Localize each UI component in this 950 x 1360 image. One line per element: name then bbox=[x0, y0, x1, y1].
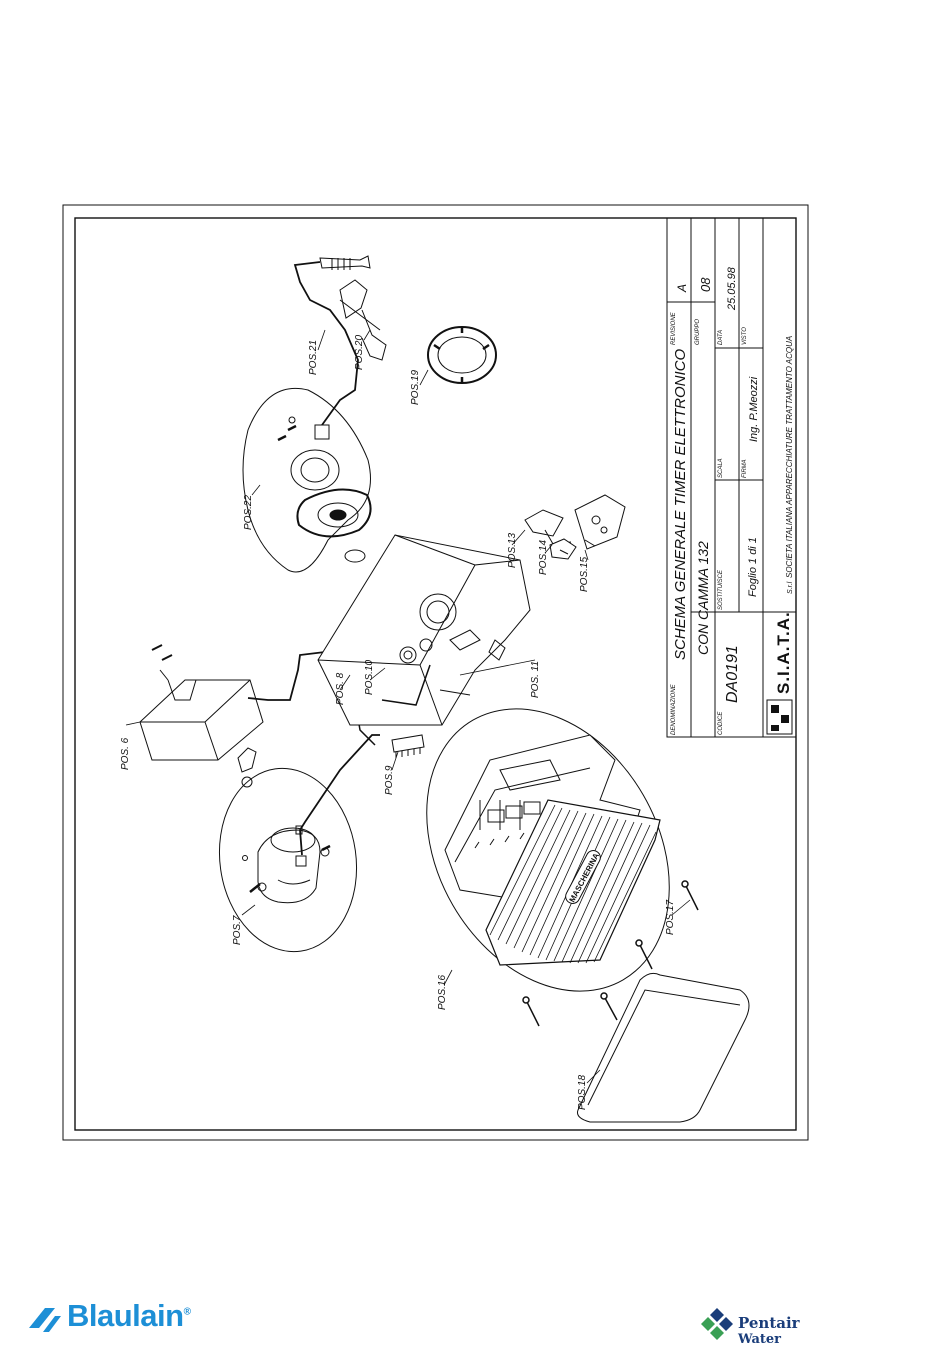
pentair-mark-icon bbox=[701, 1308, 733, 1340]
label-pos10: POS.10 bbox=[364, 660, 375, 695]
label-pos11: POS. 11 bbox=[530, 661, 541, 698]
title-line-1: SCHEMA GENERALE TIMER ELETTRONICO bbox=[672, 349, 689, 660]
screws bbox=[522, 880, 699, 1027]
firma-label: FIRMA bbox=[742, 459, 748, 478]
pentair-logo: Pentair Water bbox=[700, 1302, 830, 1350]
denominazione-label: DENOMINAZIONE bbox=[671, 683, 677, 735]
motor-group-outline bbox=[218, 767, 358, 953]
label-pos18: POS.18 bbox=[577, 1075, 588, 1110]
blaulain-wordmark: Blaulain® bbox=[67, 1298, 191, 1333]
sostituisce-label: SOSTITUISCE bbox=[718, 569, 724, 610]
pentair-wordmark: Pentair bbox=[738, 1314, 800, 1332]
label-pos17: POS.17 bbox=[665, 900, 676, 935]
outer-border bbox=[62, 204, 809, 1141]
siata-logo-text: S.I.A.T.A. bbox=[774, 611, 793, 694]
label-pos7: POS.7 bbox=[232, 915, 243, 945]
label-pos21: POS.21 bbox=[308, 340, 319, 375]
micro-switch-20 bbox=[339, 279, 387, 361]
cam-group bbox=[242, 255, 372, 573]
pentair-water-text: Water bbox=[738, 1332, 782, 1347]
label-pos9: POS.9 bbox=[384, 765, 395, 795]
mascherina-panel: MASCHERINA bbox=[485, 799, 661, 966]
timer-housing bbox=[317, 534, 531, 726]
label-pos6: POS. 6 bbox=[120, 737, 131, 770]
company-name: SOCIETA ITALIANA APPARECCHIATURE TRATTAM… bbox=[785, 336, 794, 578]
codice-label: CODICE bbox=[718, 711, 724, 735]
front-cover bbox=[577, 972, 750, 1123]
data-label: DATA bbox=[718, 330, 724, 345]
blaulain-logo: Blaulain® bbox=[25, 1298, 225, 1340]
firma-value: Ing. P.Meozzi bbox=[748, 376, 760, 442]
revisione-value: A bbox=[675, 284, 689, 293]
foglio-value: Foglio 1 di 1 bbox=[747, 537, 759, 597]
ring-19 bbox=[427, 326, 497, 384]
revisione-label: REVISIONE bbox=[671, 311, 677, 345]
board-group-outline bbox=[426, 708, 670, 992]
data-value: 25.05.98 bbox=[726, 266, 738, 311]
codice-value: DA0191 bbox=[724, 645, 741, 703]
gruppo-label: GRUPPO bbox=[695, 319, 701, 345]
siata-logo: S.I.A.T.A. bbox=[766, 611, 793, 735]
switch-group-13-15 bbox=[524, 494, 626, 560]
power-adapter bbox=[139, 644, 326, 761]
scala-label: SCALA bbox=[718, 458, 724, 478]
gruppo-value: 08 bbox=[698, 277, 713, 292]
label-pos14: POS.14 bbox=[538, 540, 549, 575]
label-pos16: POS.16 bbox=[437, 975, 448, 1010]
label-pos20: POS.20 bbox=[354, 335, 365, 370]
label-pos19: POS.19 bbox=[410, 370, 421, 405]
motor-assembly bbox=[237, 734, 380, 904]
blaulain-mark-icon bbox=[29, 1308, 61, 1332]
title-line-2: CON CAMMA 132 bbox=[695, 541, 711, 655]
leader-lines bbox=[125, 329, 691, 1084]
company-suffix: S.r.l bbox=[787, 581, 794, 594]
label-pos22: POS.22 bbox=[243, 495, 254, 530]
visto-label: VISTO bbox=[742, 327, 748, 345]
label-pos13: POS.13 bbox=[507, 533, 518, 568]
label-pos15: POS.15 bbox=[579, 557, 590, 592]
label-pos8: POS. 8 bbox=[335, 672, 346, 705]
title-block bbox=[666, 217, 797, 738]
